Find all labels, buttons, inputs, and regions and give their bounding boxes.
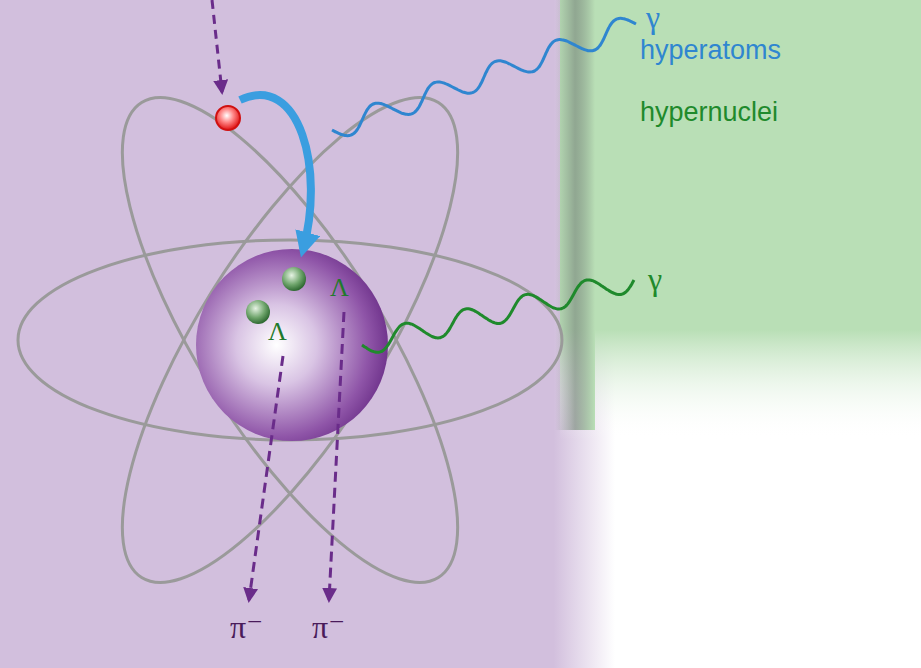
gamma-label: γ — [646, 0, 660, 35]
lambda-label: Λ — [330, 274, 349, 303]
hypernuclei-label: hypernuclei — [640, 98, 778, 128]
photon-wave — [362, 280, 634, 352]
pion-label: π⁻ — [312, 610, 345, 645]
lambda-label: Λ — [268, 318, 287, 347]
gamma-label: γ — [648, 262, 662, 297]
pion-label: π⁻ — [230, 610, 263, 645]
hyperatoms-label: hyperatoms — [640, 36, 781, 66]
photon-wave — [332, 18, 636, 135]
